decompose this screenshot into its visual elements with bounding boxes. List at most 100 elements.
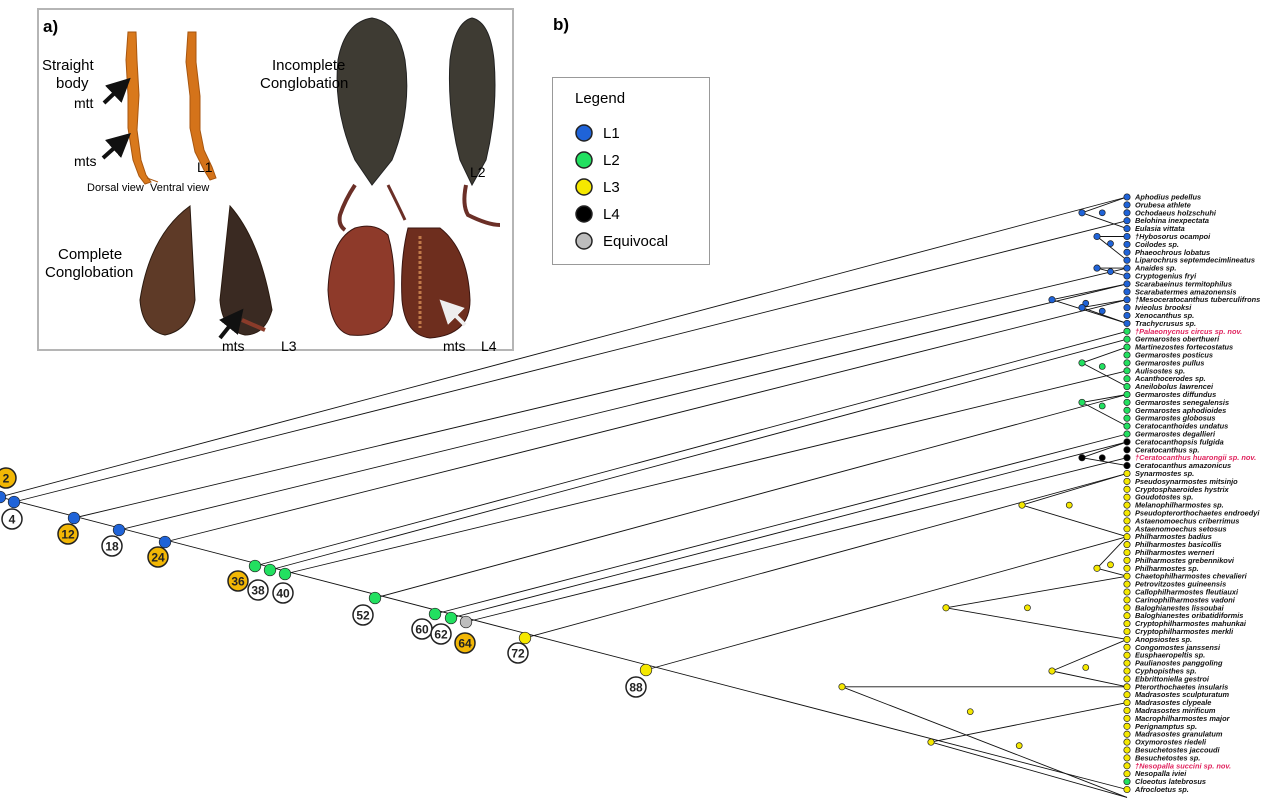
tip-node bbox=[1124, 620, 1130, 626]
subclade-branch bbox=[1097, 568, 1127, 576]
internal-node bbox=[1099, 363, 1105, 369]
spine-node bbox=[0, 491, 6, 503]
internal-node bbox=[1099, 455, 1105, 461]
tip-node bbox=[1124, 715, 1130, 721]
tip-node bbox=[1124, 755, 1130, 761]
tip-node bbox=[1124, 526, 1130, 532]
node-number-label: 12 bbox=[61, 528, 75, 542]
tip-node bbox=[1124, 423, 1130, 429]
internal-node bbox=[839, 684, 845, 690]
legend-items: L1L2L3L4Equivocal bbox=[576, 125, 668, 250]
l4-label: L4 bbox=[481, 338, 497, 354]
legend-label-l3: L3 bbox=[603, 179, 620, 196]
legend-label-l4: L4 bbox=[603, 206, 620, 223]
tip-node bbox=[1124, 731, 1130, 737]
l1-label: L1 bbox=[197, 159, 213, 175]
tip-node bbox=[1124, 707, 1130, 713]
node-number-label: 24 bbox=[151, 551, 165, 565]
internal-node bbox=[1079, 210, 1085, 216]
subclade-branch bbox=[1052, 671, 1127, 687]
tip-node bbox=[1124, 360, 1130, 366]
beetle-incomplete-right-illustration bbox=[449, 18, 500, 225]
spine-node bbox=[519, 632, 531, 644]
legend-swatch-l2 bbox=[576, 152, 592, 168]
tip-node bbox=[1124, 415, 1130, 421]
subclade-branch bbox=[946, 608, 1127, 640]
panel-a-letter: a) bbox=[43, 17, 58, 36]
tip-node bbox=[1124, 249, 1130, 255]
internal-node bbox=[1099, 403, 1105, 409]
panel-b-letter: b) bbox=[553, 15, 569, 34]
tip-node bbox=[1124, 383, 1130, 389]
mts-l4-label: mts bbox=[443, 338, 466, 354]
legend-swatch-l3 bbox=[576, 179, 592, 195]
tip-node bbox=[1124, 273, 1130, 279]
leg-dorsal-illustration bbox=[126, 32, 158, 184]
internal-node bbox=[1108, 562, 1114, 568]
subclade-branch bbox=[1052, 639, 1127, 671]
tip-node bbox=[1124, 613, 1130, 619]
tip-node bbox=[1124, 431, 1130, 437]
spine-node bbox=[113, 524, 125, 536]
tip-node bbox=[1124, 352, 1130, 358]
internal-node bbox=[928, 739, 934, 745]
node-number-label: 18 bbox=[105, 540, 119, 554]
legend-swatch-equivocal bbox=[576, 233, 592, 249]
beetle-l4-left-illustration bbox=[328, 226, 394, 335]
tip-node bbox=[1124, 194, 1130, 200]
tip-node bbox=[1124, 518, 1130, 524]
mts-l1-label: mts bbox=[74, 153, 97, 169]
tip-node bbox=[1124, 486, 1130, 492]
spine-node bbox=[429, 608, 441, 620]
spine-node bbox=[279, 568, 291, 580]
incomplete-label-2: Conglobation bbox=[260, 75, 348, 92]
complete-label-2: Conglobation bbox=[45, 264, 133, 281]
node-number-label: 60 bbox=[415, 623, 429, 637]
internal-node bbox=[1094, 233, 1100, 239]
clade-branch bbox=[165, 300, 1127, 542]
tip-node bbox=[1124, 368, 1130, 374]
tip-node bbox=[1124, 218, 1130, 224]
clade-branch bbox=[451, 442, 1127, 618]
clade-branch bbox=[646, 537, 1127, 670]
spine-node bbox=[460, 616, 472, 628]
tip-node bbox=[1124, 644, 1130, 650]
tip-node bbox=[1124, 328, 1130, 334]
node-number-label: 36 bbox=[231, 575, 245, 589]
spine-node bbox=[249, 560, 261, 572]
tip-node bbox=[1124, 447, 1130, 453]
tip-node bbox=[1124, 478, 1130, 484]
legend-label-equivocal: Equivocal bbox=[603, 233, 668, 250]
spine-node bbox=[640, 664, 652, 676]
tip-node bbox=[1124, 747, 1130, 753]
tip-label: Afrocloetus sp. bbox=[1134, 785, 1189, 794]
node-number-label: 72 bbox=[511, 647, 525, 661]
incomplete-label-1: Incomplete bbox=[272, 57, 345, 74]
tip-node bbox=[1124, 399, 1130, 405]
tip-node bbox=[1124, 281, 1130, 287]
tip-node bbox=[1124, 407, 1130, 413]
node-number-label: 88 bbox=[629, 681, 643, 695]
subclade-branch bbox=[931, 703, 1127, 743]
node-number-label: 40 bbox=[276, 587, 290, 601]
l3-label: L3 bbox=[281, 338, 297, 354]
internal-node bbox=[1099, 210, 1105, 216]
tip-node bbox=[1124, 439, 1130, 445]
tip-node bbox=[1124, 676, 1130, 682]
legend-label-l2: L2 bbox=[603, 152, 620, 169]
legend-swatch-l4 bbox=[576, 206, 592, 222]
tip-node bbox=[1124, 320, 1130, 326]
internal-node bbox=[1049, 297, 1055, 303]
tip-node bbox=[1124, 210, 1130, 216]
tip-node bbox=[1124, 628, 1130, 634]
tip-node bbox=[1124, 510, 1130, 516]
tip-node bbox=[1124, 265, 1130, 271]
node-number-label: 62 bbox=[434, 628, 448, 642]
internal-node bbox=[967, 709, 973, 715]
mts-arrow-l1 bbox=[103, 141, 122, 158]
legend-title: Legend bbox=[575, 90, 625, 107]
tip-node bbox=[1124, 668, 1130, 674]
tip-node bbox=[1124, 786, 1130, 792]
tip-node bbox=[1124, 312, 1130, 318]
clade-branch bbox=[435, 434, 1127, 614]
